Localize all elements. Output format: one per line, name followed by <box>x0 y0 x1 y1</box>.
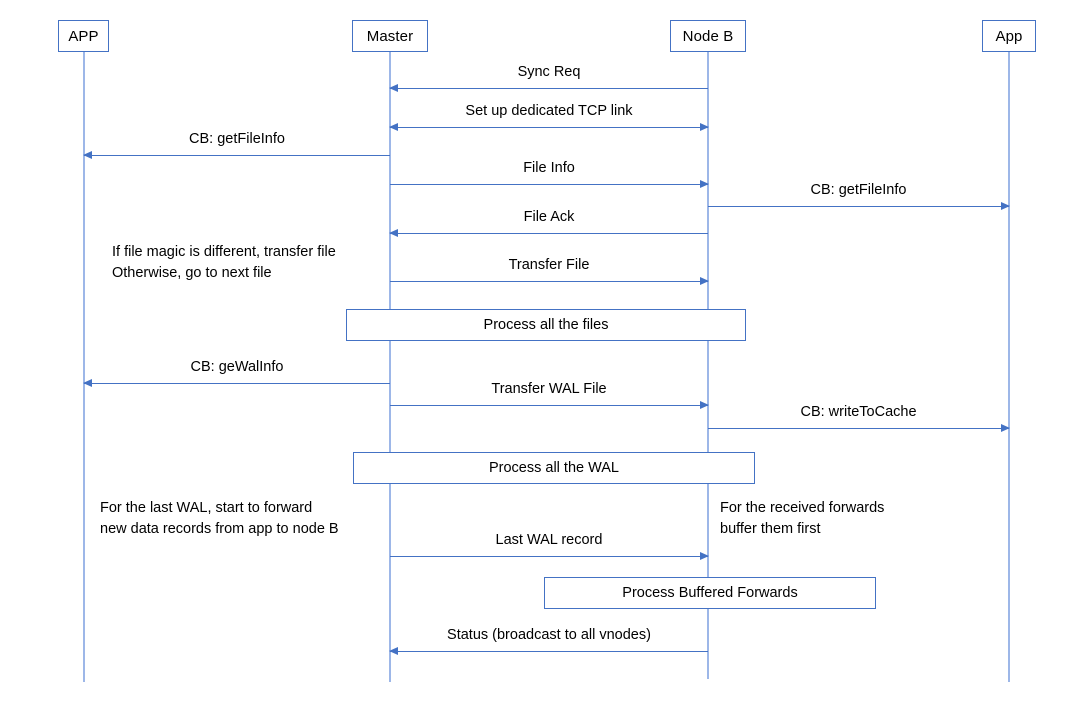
message-line <box>390 281 708 282</box>
message-label: Status (broadcast to all vnodes) <box>447 627 651 644</box>
lifeline-node-b <box>707 52 709 679</box>
lifeline-app-left <box>83 52 85 682</box>
arrowhead-right-icon <box>1001 423 1010 432</box>
message-label: CB: getFileInfo <box>189 131 285 148</box>
lifeline-master <box>389 52 391 682</box>
message-line <box>708 428 1009 429</box>
message-label: Set up dedicated TCP link <box>465 103 633 120</box>
arrowhead-left-icon <box>389 646 398 655</box>
message-line <box>708 206 1009 207</box>
message-line <box>390 651 708 652</box>
actor-header-app-left[interactable]: APP <box>58 20 109 52</box>
message-line <box>390 405 708 406</box>
message-label: CB: geWalInfo <box>190 359 284 376</box>
arrowhead-right-icon <box>700 551 709 560</box>
process-box-label: Process all the WAL <box>488 460 619 476</box>
message-label: CB: getFileInfo <box>810 182 907 199</box>
actor-label-app-left: APP <box>68 27 99 45</box>
message-label: Transfer WAL File <box>491 381 607 398</box>
message-line <box>390 88 708 89</box>
actor-header-node-b[interactable]: Node B <box>670 20 746 52</box>
message-line <box>390 184 708 185</box>
note-last-wal-forward: For the last WAL, start to forward new d… <box>100 500 339 537</box>
arrowhead-left-icon <box>83 150 92 159</box>
message-line <box>390 556 708 557</box>
process-box-process-buffered-forwards[interactable]: Process Buffered Forwards <box>544 577 876 609</box>
arrowhead-left-icon <box>389 228 398 237</box>
arrowhead-left-icon <box>83 378 92 387</box>
arrowhead-left-icon <box>389 83 398 92</box>
message-line <box>84 155 390 156</box>
process-box-label: Process Buffered Forwards <box>622 585 798 601</box>
message-line <box>84 383 390 384</box>
actor-label-app-right: App <box>995 27 1023 45</box>
message-line <box>390 127 708 128</box>
actor-label-node-b: Node B <box>682 27 734 45</box>
actor-header-app-right[interactable]: App <box>982 20 1036 52</box>
message-line <box>390 233 708 234</box>
message-label: Last WAL record <box>495 532 603 549</box>
process-box-process-all-files[interactable]: Process all the files <box>346 309 746 341</box>
arrowhead-right-icon <box>700 276 709 285</box>
message-label: CB: writeToCache <box>800 404 917 421</box>
lifeline-app-right <box>1008 52 1010 682</box>
process-box-process-all-wal[interactable]: Process all the WAL <box>353 452 755 484</box>
arrowhead-right-icon <box>700 122 709 131</box>
arrowhead-right-icon <box>1001 201 1010 210</box>
message-label: Transfer File <box>508 257 590 274</box>
arrowhead-right-icon <box>700 400 709 409</box>
process-box-label: Process all the files <box>483 317 609 333</box>
message-label: File Info <box>523 160 575 177</box>
actor-label-master: Master <box>366 27 414 45</box>
message-label: Sync Req <box>517 64 581 81</box>
actor-header-master[interactable]: Master <box>352 20 428 52</box>
message-label: File Ack <box>523 209 575 226</box>
arrowhead-left-icon <box>389 122 398 131</box>
note-buffer-forwards-first: For the received forwards buffer them fi… <box>720 500 885 537</box>
arrowhead-right-icon <box>700 179 709 188</box>
note-file-magic: If file magic is different, transfer fil… <box>112 244 336 281</box>
